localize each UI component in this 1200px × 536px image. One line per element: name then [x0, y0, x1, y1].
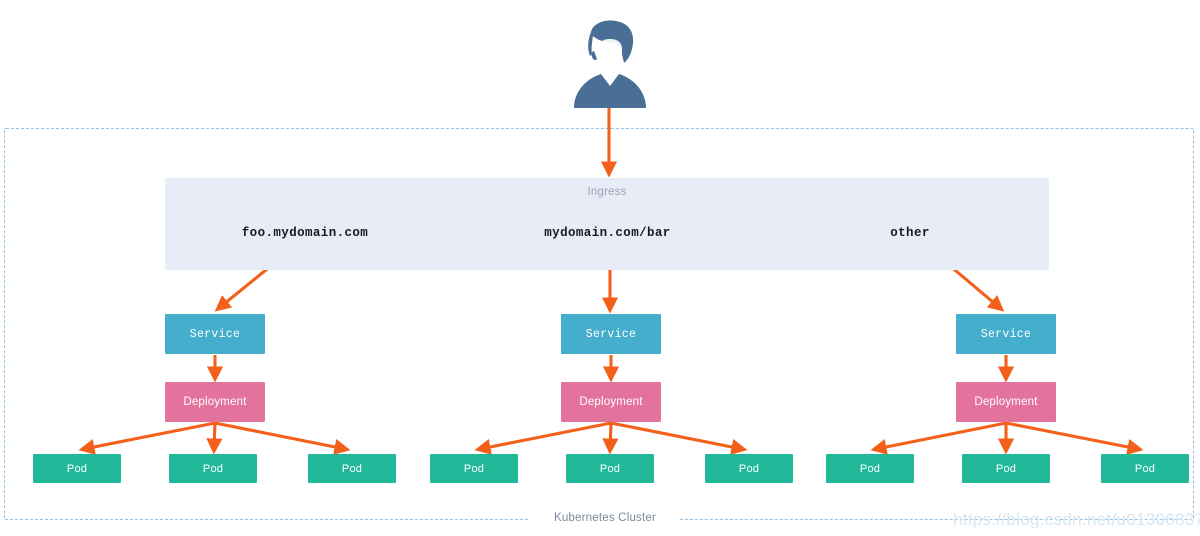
pod-box-3-1[interactable]: Pod: [826, 454, 914, 483]
pod-box-2-3[interactable]: Pod: [705, 454, 793, 483]
pod-box-3-3[interactable]: Pod: [1101, 454, 1189, 483]
pod-box-1-1[interactable]: Pod: [33, 454, 121, 483]
ingress-rule-other: other: [890, 226, 930, 240]
pod-box-3-2[interactable]: Pod: [962, 454, 1050, 483]
deployment-box-1[interactable]: Deployment: [165, 382, 265, 422]
cluster-label: Kubernetes Cluster: [530, 512, 680, 524]
user-avatar-icon: [574, 20, 646, 108]
deployment-box-3[interactable]: Deployment: [956, 382, 1056, 422]
service-box-3[interactable]: Service: [956, 314, 1056, 354]
service-box-1[interactable]: Service: [165, 314, 265, 354]
service-box-2[interactable]: Service: [561, 314, 661, 354]
ingress-panel: Ingress: [165, 178, 1049, 270]
watermark-text: https://blog.csdn.net/u013068377: [953, 510, 1200, 529]
ingress-rule-path-bar: mydomain.com/bar: [544, 226, 671, 240]
ingress-title: Ingress: [587, 186, 627, 198]
pod-box-2-2[interactable]: Pod: [566, 454, 654, 483]
pod-box-1-3[interactable]: Pod: [308, 454, 396, 483]
pod-box-1-2[interactable]: Pod: [169, 454, 257, 483]
pod-box-2-1[interactable]: Pod: [430, 454, 518, 483]
ingress-rule-host-foo: foo.mydomain.com: [241, 226, 369, 240]
deployment-box-2[interactable]: Deployment: [561, 382, 661, 422]
